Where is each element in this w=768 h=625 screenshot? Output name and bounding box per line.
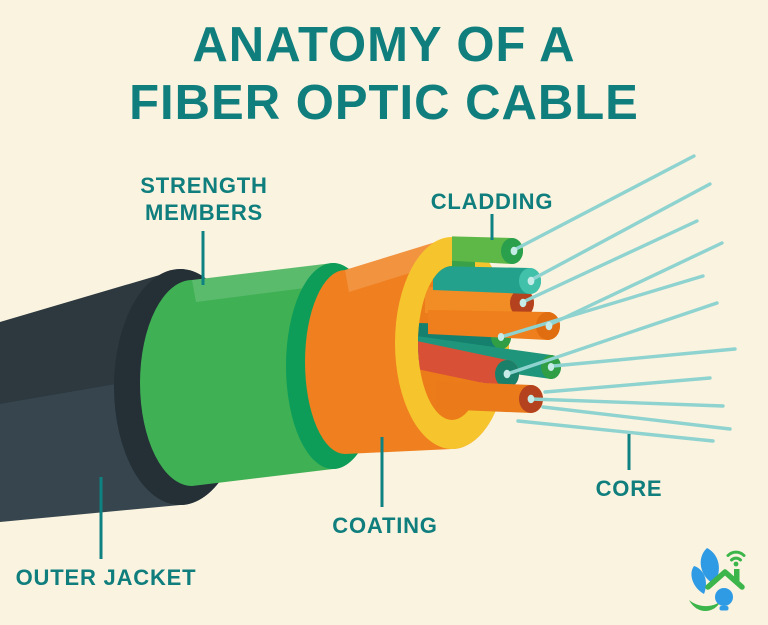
eco-smart-home-logo	[684, 544, 752, 620]
label-strength-members: STRENGTH MEMBERS	[140, 172, 267, 226]
core-lines	[499, 154, 737, 443]
label-cladding: CLADDING	[430, 189, 554, 214]
core-line	[529, 397, 725, 408]
wifi-icon	[726, 550, 746, 567]
core-line	[541, 405, 732, 431]
core-line	[529, 182, 712, 282]
leader-lines	[99, 214, 631, 559]
strength-members-highlight	[192, 263, 336, 302]
label-core: CORE	[595, 476, 663, 501]
core-tips	[497, 246, 555, 404]
core-line	[547, 241, 724, 327]
label-coating: COATING	[332, 513, 438, 538]
leaf-icon	[689, 548, 721, 611]
core-line	[551, 347, 737, 368]
core-line	[512, 154, 696, 252]
label-strength-members-line1: STRENGTH	[140, 173, 268, 198]
label-outer-jacket: OUTER JACKET	[15, 565, 197, 590]
page-title: ANATOMY OF A FIBER OPTIC CABLE	[0, 16, 768, 132]
fiber-orange-3	[436, 381, 543, 413]
label-strength-members-line2: MEMBERS	[144, 200, 264, 225]
core-line	[521, 219, 699, 304]
lightbulb-icon	[715, 588, 733, 611]
core-line	[516, 419, 715, 443]
logo-icon	[689, 548, 746, 611]
core-line	[543, 376, 712, 394]
fiber-teal	[433, 266, 541, 294]
title-line-2: FIBER OPTIC CABLE	[129, 76, 639, 130]
core-line	[505, 301, 719, 376]
house-icon	[705, 569, 745, 590]
core-line	[499, 274, 705, 339]
title-line-1: ANATOMY OF A	[192, 18, 576, 72]
